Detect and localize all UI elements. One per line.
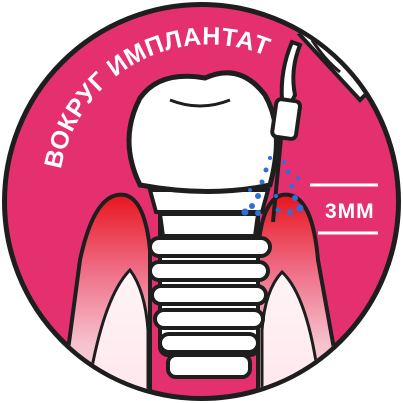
tooth-crown	[129, 73, 276, 192]
measurement-label: 3ММ	[325, 200, 375, 223]
implant-collar	[160, 214, 258, 236]
